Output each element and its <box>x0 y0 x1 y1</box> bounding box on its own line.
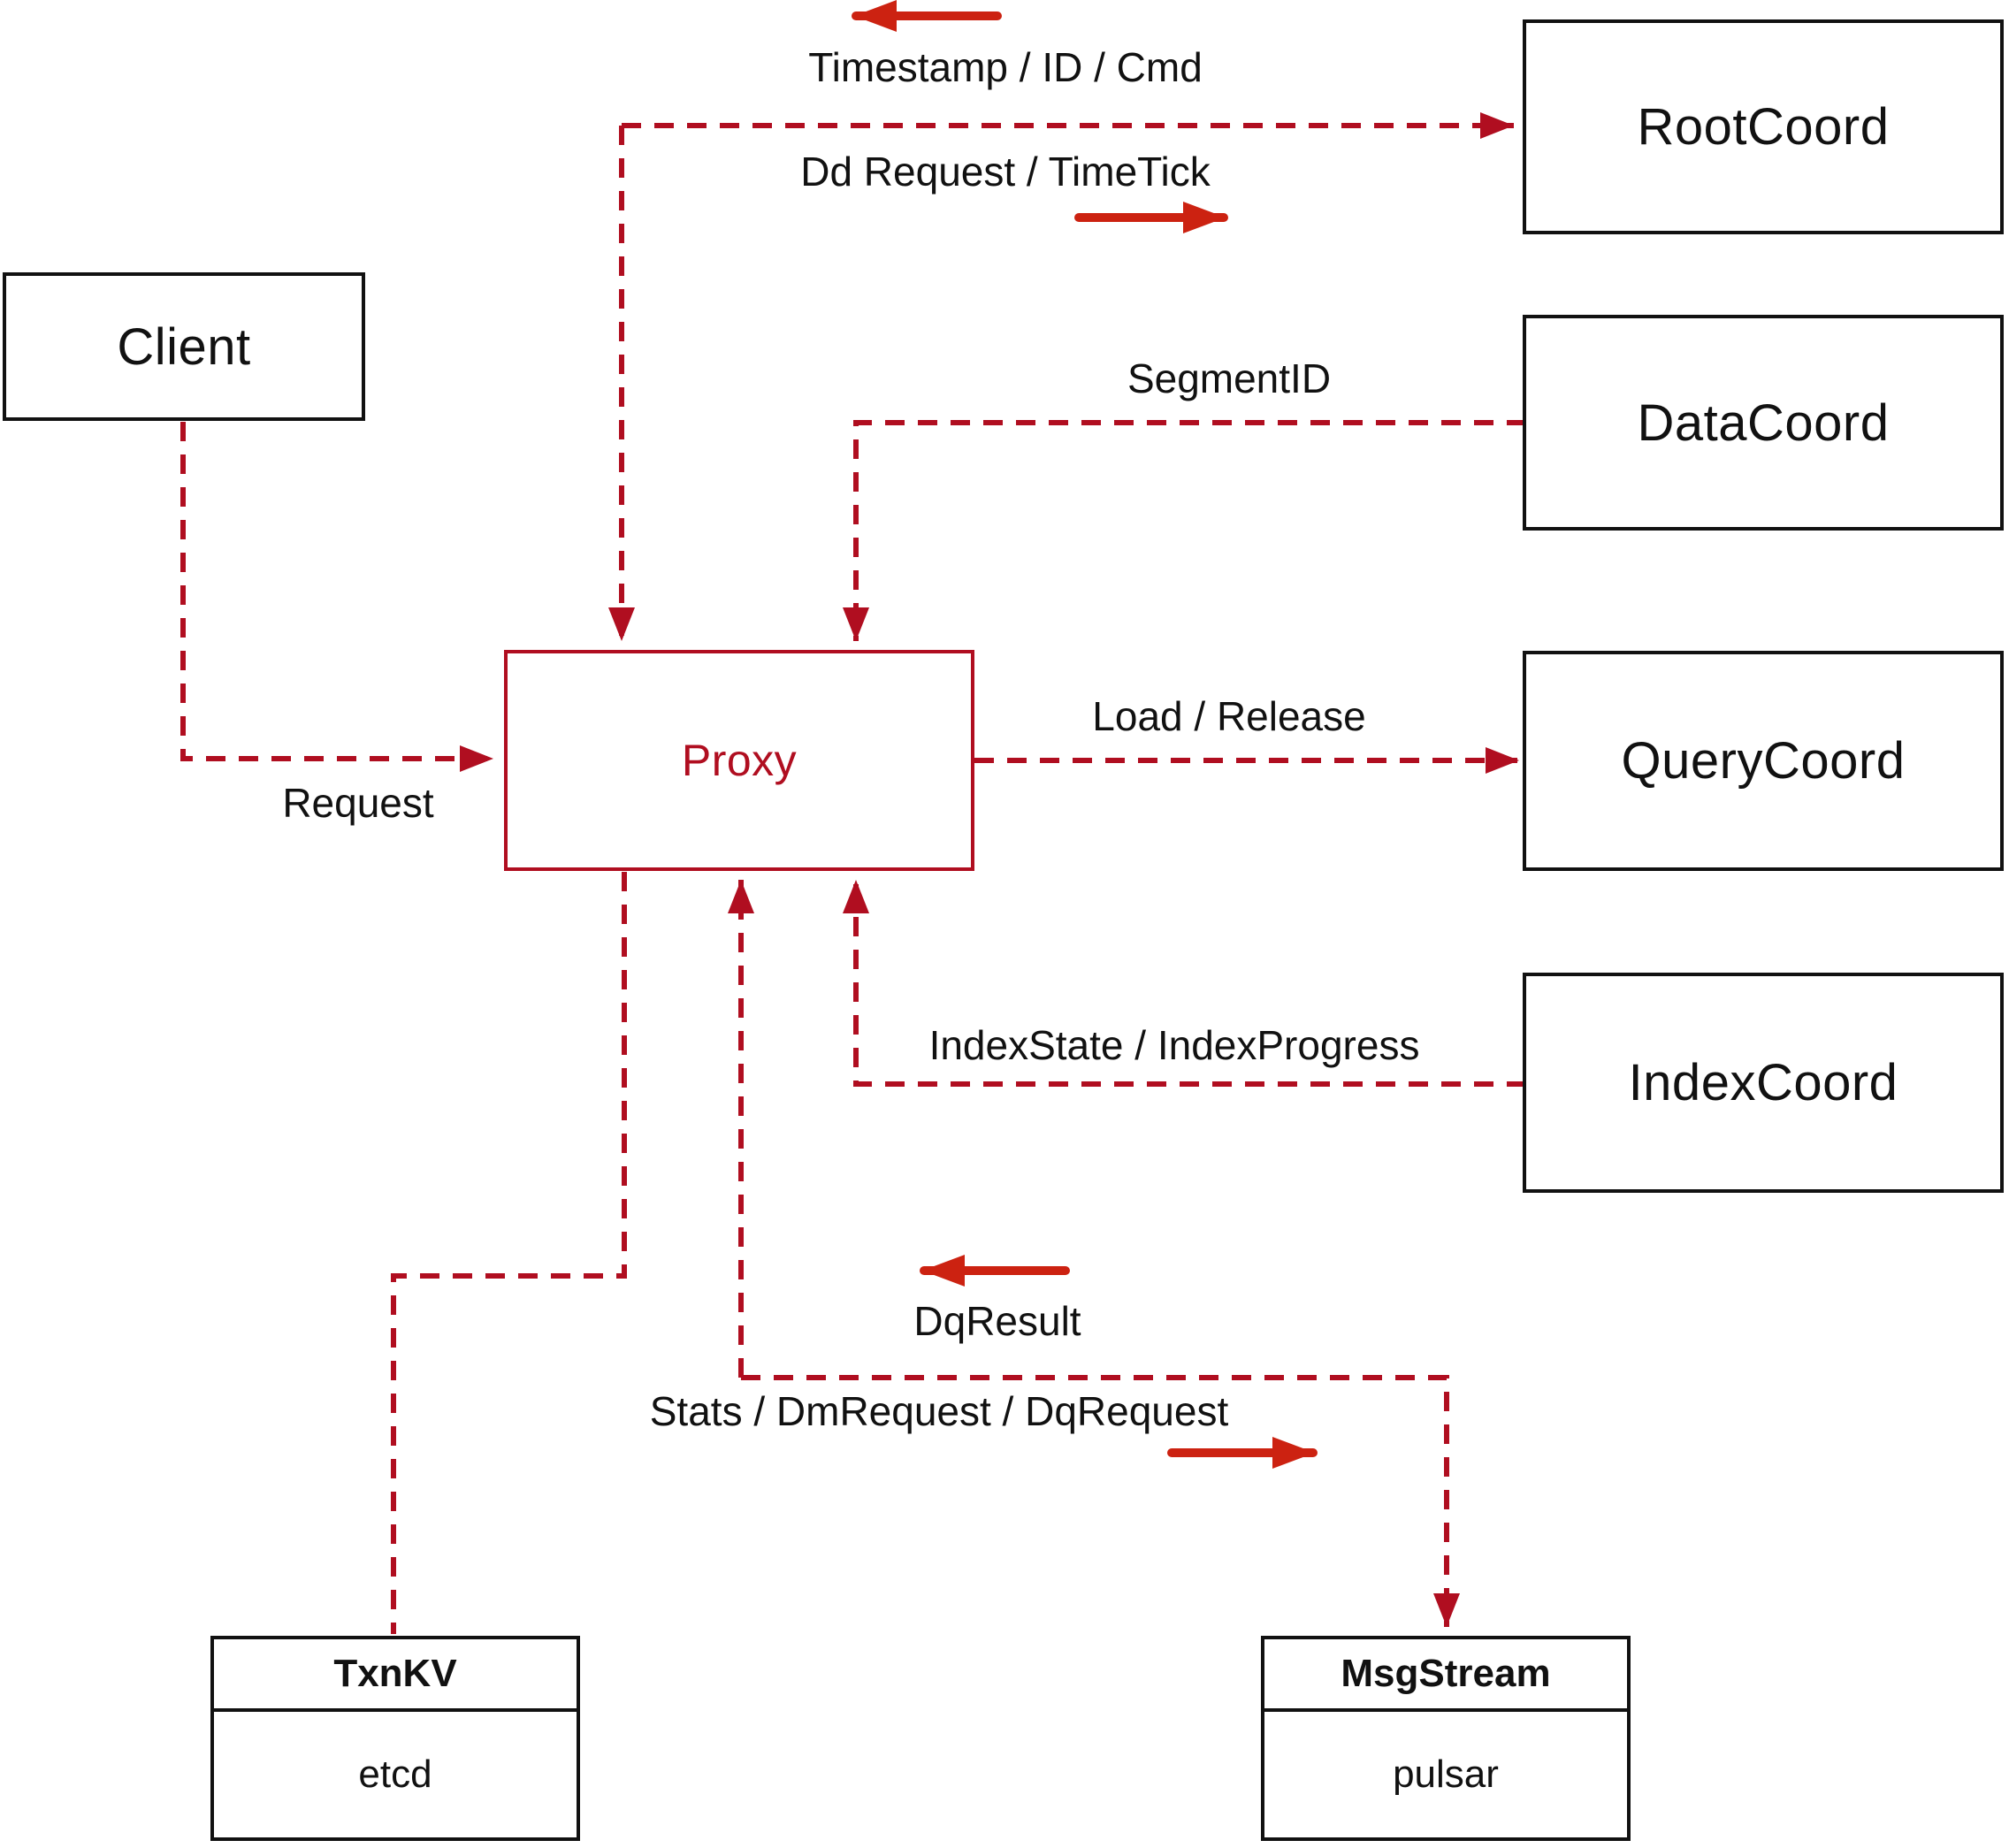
node-client: Client <box>3 272 365 421</box>
node-querycoord-label: QueryCoord <box>1621 732 1906 790</box>
node-msgstream: MsgStream pulsar <box>1261 1636 1631 1841</box>
node-querycoord: QueryCoord <box>1523 651 2004 871</box>
node-msgstream-impl: pulsar <box>1393 1753 1499 1796</box>
edge-client-proxy-request <box>180 422 493 772</box>
edge-label-request: Request <box>282 780 434 826</box>
node-indexcoord: IndexCoord <box>1523 973 2004 1193</box>
edge-proxy-txnkv <box>391 872 627 1634</box>
node-client-label: Client <box>117 317 251 376</box>
edge-label-dd-request-timetick: Dd Request / TimeTick <box>800 149 1211 195</box>
edge-label-indexstate-indexprogress: IndexState / IndexProgress <box>928 1022 1420 1068</box>
edge-label-segmentid: SegmentID <box>1127 355 1332 401</box>
node-proxy-label: Proxy <box>681 736 798 785</box>
node-indexcoord-label: IndexCoord <box>1628 1054 1898 1111</box>
node-proxy: Proxy <box>504 650 974 871</box>
node-rootcoord-label: RootCoord <box>1637 98 1890 156</box>
edge-label-stats-dmrequest-dqrequest: Stats / DmRequest / DqRequest <box>649 1388 1229 1434</box>
edge-indexcoord-proxy-indexstate <box>843 880 1526 1087</box>
node-datacoord-label: DataCoord <box>1637 393 1890 452</box>
edge-proxy-msgstream-stats <box>741 1375 1460 1627</box>
node-txnkv-title: TxnKV <box>214 1639 577 1712</box>
node-txnkv-impl: etcd <box>358 1753 432 1796</box>
edge-label-load-release: Load / Release <box>1092 693 1366 739</box>
node-datacoord: DataCoord <box>1523 315 2004 531</box>
edge-datacoord-proxy-segmentid <box>843 420 1526 641</box>
node-msgstream-title: MsgStream <box>1264 1639 1627 1712</box>
edge-label-dqresult: DqResult <box>913 1298 1081 1344</box>
node-txnkv: TxnKV etcd <box>210 1636 580 1841</box>
edge-label-timestamp-id-cmd: Timestamp / ID / Cmd <box>808 44 1203 90</box>
node-rootcoord: RootCoord <box>1523 19 2004 234</box>
